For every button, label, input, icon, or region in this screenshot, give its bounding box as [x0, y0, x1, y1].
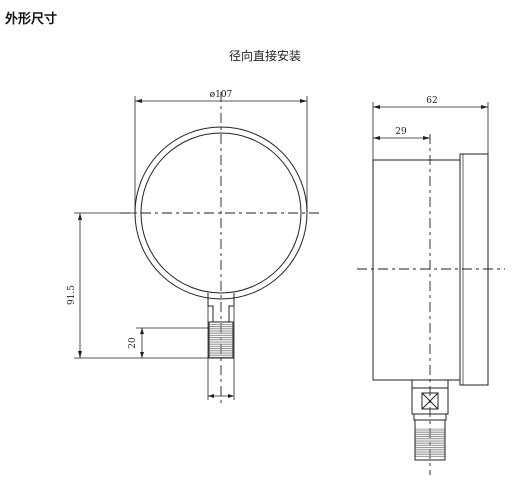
thread-length-label: 20: [128, 337, 138, 349]
side-hex-socket: [411, 387, 449, 415]
side-depth-label: 62: [426, 96, 437, 106]
side-hex-symbol: [421, 392, 439, 410]
front-thread-hatch: [209, 324, 233, 358]
dimension-case-depth: [373, 136, 430, 140]
front-thread-outline: [208, 321, 234, 359]
front-view: [120, 92, 322, 405]
side-thread-hatch: [415, 428, 445, 458]
side-case-body: [372, 159, 461, 381]
side-bezel: [459, 153, 489, 386]
dimension-front-bottom-width: [207, 306, 235, 400]
dimension-side-depth: [372, 102, 489, 160]
case-depth-label: 29: [395, 127, 407, 137]
dimension-thread-length: [136, 327, 209, 358]
center-height-label: 91.5: [67, 285, 77, 305]
side-thread-outline: [414, 419, 446, 461]
side-view: [357, 134, 505, 475]
drawing-caption: 径向直接安装: [228, 49, 301, 63]
front-diameter-label: ø107: [210, 90, 233, 100]
dimension-front-diameter: [134, 96, 308, 213]
section-title: 外形尺寸: [5, 12, 58, 27]
dimension-center-height: [74, 212, 209, 359]
